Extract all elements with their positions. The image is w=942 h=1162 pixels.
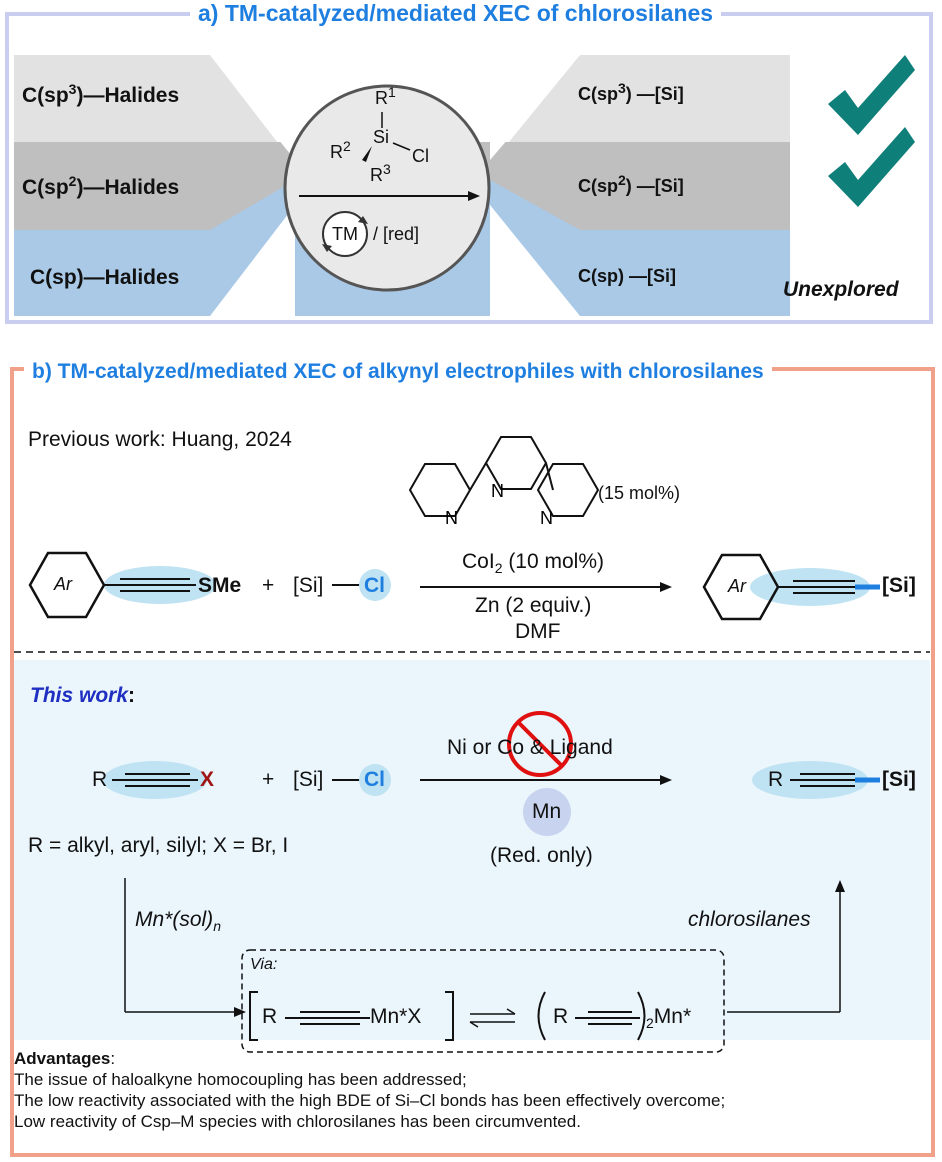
scope-label: R = alkyl, aryl, silyl; X = Br, I xyxy=(28,834,289,857)
left-row-sp3: C(sp3)—Halides xyxy=(22,81,180,107)
sme-label: SMe xyxy=(198,574,242,597)
check-sp3-icon xyxy=(828,55,915,135)
si-product-row2: [Si] xyxy=(882,768,916,791)
prohibited-icon xyxy=(507,711,573,777)
ligand-amount: (15 mol%) xyxy=(598,483,681,503)
si-label: Si xyxy=(373,127,390,147)
r2-label: R2 xyxy=(330,138,351,162)
ar-start: Ar xyxy=(54,574,72,594)
right-row-sp3: C(sp3) —[Si] xyxy=(578,80,684,104)
intermediate2-mn: 2Mn* xyxy=(646,1005,692,1032)
red-only-label: (Red. only) xyxy=(490,844,593,867)
mn-sol-label: Mn*(sol)n xyxy=(135,908,221,935)
r-product-row2: R xyxy=(768,768,784,791)
cl-row2: Cl xyxy=(364,768,385,791)
svg-text:N: N xyxy=(491,481,504,501)
center-circle xyxy=(283,84,491,292)
plus-row1: + xyxy=(262,574,275,597)
left-row-sp2: C(sp2)—Halides xyxy=(22,173,180,199)
r1-label: R1 xyxy=(375,84,396,108)
check-sp2-icon xyxy=(828,127,915,207)
via-label: Via: xyxy=(250,956,278,973)
this-work-label: This work: xyxy=(30,684,136,707)
tm-label: TM xyxy=(332,224,358,244)
cl-label: Cl xyxy=(412,146,429,166)
advantage-3: Low reactivity of Csp–M species with chl… xyxy=(14,1112,581,1131)
chlorosilanes-label: chlorosilanes xyxy=(688,908,811,931)
si-product-row1: [Si] xyxy=(882,574,916,597)
left-row-sp: C(sp)—Halides xyxy=(30,266,180,289)
ar-product: Ar xyxy=(728,576,746,596)
mn-label: Mn xyxy=(532,800,562,823)
terpyridine-ligand xyxy=(408,436,600,517)
r3-label: R3 xyxy=(370,161,391,185)
crossed-catalyst-label: Ni or Co & Ligand xyxy=(447,736,613,759)
red-label: / [red] xyxy=(373,224,420,244)
si-row2: [Si] xyxy=(293,768,324,791)
solvent-label: DMF xyxy=(515,620,561,643)
r-row2: R xyxy=(92,768,108,791)
tm-cycle xyxy=(322,211,368,257)
unexplored-label: Unexplored xyxy=(783,278,899,301)
panel-b-frame xyxy=(10,367,935,1157)
plus-row2: + xyxy=(262,768,275,791)
intermediate1-r: R xyxy=(262,1005,278,1028)
mn-circle xyxy=(523,788,571,836)
panel-a-title: a) TM-catalyzed/mediated XEC of chlorosi… xyxy=(190,0,722,27)
this-work-background xyxy=(14,660,930,1040)
cl-row1: Cl xyxy=(364,574,385,597)
right-row-sp2: C(sp2) —[Si] xyxy=(578,172,684,196)
via-box xyxy=(241,949,725,1053)
panel-b-title: b) TM-catalyzed/mediated XEC of alkynyl … xyxy=(24,360,772,384)
intermediate1-mn: Mn*X xyxy=(370,1005,422,1028)
advantage-2: The low reactivity associated with the h… xyxy=(14,1091,726,1110)
reductant-label: Zn (2 equiv.) xyxy=(475,594,592,617)
intermediate2-r: R xyxy=(553,1005,569,1028)
previous-work-label: Previous work: Huang, 2024 xyxy=(28,428,292,451)
advantage-1: The issue of haloalkyne homocoupling has… xyxy=(14,1070,467,1089)
x-row2: X xyxy=(200,768,215,791)
band-sp3 xyxy=(14,55,790,165)
catalyst-label: CoI2 (10 mol%) xyxy=(462,550,605,577)
svg-text:N: N xyxy=(445,508,458,528)
svg-text:N: N xyxy=(540,508,553,528)
si-row1: [Si] xyxy=(293,574,324,597)
advantages-title: Advantages: xyxy=(14,1049,116,1068)
right-row-sp: C(sp) —[Si] xyxy=(578,266,676,286)
